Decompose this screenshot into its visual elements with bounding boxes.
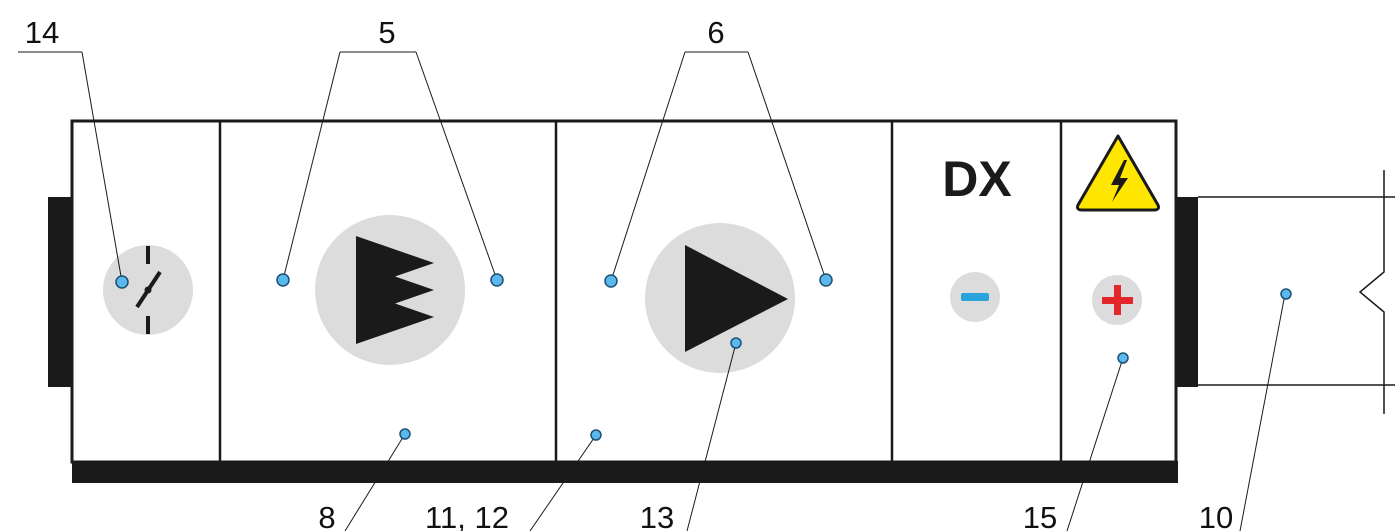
callout-13: 13 [640,500,674,531]
marker-5-left [276,273,290,287]
outlet-duct [1176,170,1395,414]
marker-11-12 [590,429,602,441]
filter-icon [315,215,465,365]
duct-break-line [1358,170,1385,414]
damper-icon [103,245,193,335]
unit-base-rail [72,461,1178,483]
marker-6-left [604,274,618,288]
callout-5: 5 [378,15,395,50]
high-voltage-warning-icon [1076,134,1160,212]
plus-icon [1092,275,1142,325]
callout-11-12: 11, 12 [425,500,509,531]
callout-15: 15 [1023,500,1057,531]
dx-label: DX [942,151,1011,207]
marker-14 [115,275,129,289]
marker-5-right [490,273,504,287]
marker-15 [1117,352,1129,364]
callout-14: 14 [25,15,59,50]
marker-10 [1280,288,1292,300]
fan-play-icon [645,223,795,373]
minus-icon [950,272,1000,322]
outlet-flange [1176,197,1198,387]
callout-8: 8 [318,500,335,531]
inlet-flange [48,197,72,387]
marker-13 [730,337,742,349]
marker-dots [115,273,1292,441]
marker-8 [399,428,411,440]
leader-lines [18,51,1286,531]
callout-10: 10 [1199,500,1233,531]
marker-6-right [819,273,833,287]
callout-6: 6 [707,15,724,50]
